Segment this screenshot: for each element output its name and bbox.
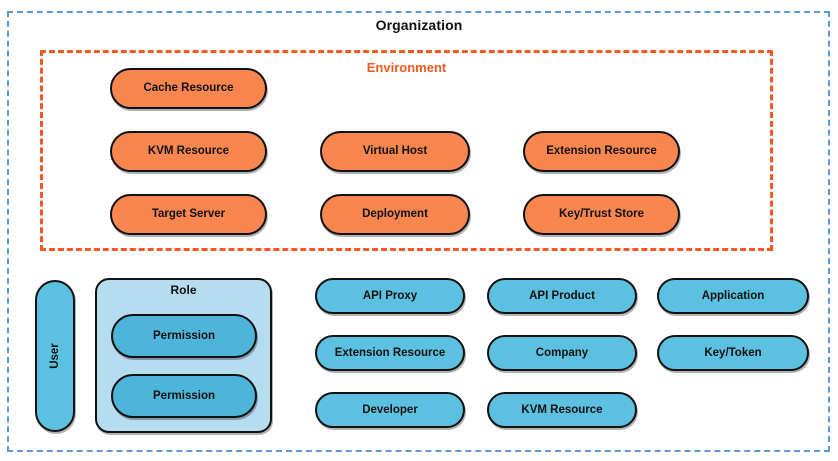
organization-boundary [7, 11, 830, 452]
org-node-label: KVM Resource [521, 403, 603, 416]
org-node-developer[interactable]: Developer [315, 392, 465, 428]
org-node-kvm-resource[interactable]: KVM Resource [487, 392, 637, 428]
role-label: Role [170, 283, 197, 297]
env-node-virtual-host[interactable]: Virtual Host [320, 131, 470, 172]
env-node-label: Target Server [151, 208, 226, 221]
org-node-label: Company [535, 346, 589, 359]
environment-title: Environment [366, 60, 447, 75]
env-node-label: Deployment [362, 208, 428, 221]
org-node-label: Developer [362, 403, 418, 416]
org-node-company[interactable]: Company [487, 335, 637, 371]
env-node-cache-resource[interactable]: Cache Resource [110, 68, 267, 109]
org-node-api-proxy[interactable]: API Proxy [315, 278, 465, 314]
env-node-kvm-resource[interactable]: KVM Resource [110, 131, 267, 172]
env-node-key-trust-store[interactable]: Key/Trust Store [523, 194, 680, 235]
permission-node-2[interactable]: Permission [111, 374, 257, 418]
org-node-application[interactable]: Application [657, 278, 809, 314]
org-node-label: Key/Token [704, 346, 762, 359]
env-node-label: KVM Resource [147, 145, 230, 158]
env-node-target-server[interactable]: Target Server [110, 194, 267, 235]
org-node-label: API Product [529, 289, 595, 302]
env-node-extension-resource[interactable]: Extension Resource [523, 131, 680, 172]
env-node-label: Virtual Host [362, 145, 428, 158]
user-node-label: User [48, 343, 61, 369]
organization-title: Organization [375, 17, 463, 33]
environment-boundary [40, 50, 773, 251]
org-node-api-product[interactable]: API Product [487, 278, 637, 314]
env-node-label: Extension Resource [546, 145, 657, 158]
org-node-extension-resource[interactable]: Extension Resource [315, 335, 465, 371]
org-node-label: Application [701, 289, 765, 302]
org-node-label: Extension Resource [334, 346, 446, 359]
org-node-label: API Proxy [362, 289, 418, 302]
user-node[interactable]: User [35, 280, 75, 432]
env-node-label: Cache Resource [143, 82, 234, 95]
permission-label: Permission [153, 329, 215, 342]
env-node-label: Key/Trust Store [559, 208, 644, 221]
env-node-deployment[interactable]: Deployment [320, 194, 470, 235]
permission-node-1[interactable]: Permission [111, 314, 257, 358]
permission-label: Permission [153, 389, 215, 402]
org-node-key-token[interactable]: Key/Token [657, 335, 809, 371]
